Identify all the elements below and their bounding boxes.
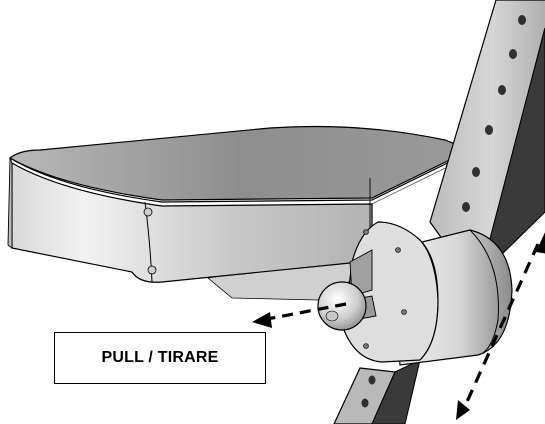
pull-knob [317,281,377,331]
hinge-housing [343,221,513,366]
tray [7,125,472,283]
pull-label: PULL / TIRARE [101,349,219,366]
bar-holes [361,15,526,408]
pull-label-box: PULL / TIRARE [54,332,266,384]
upright-bar [333,0,545,424]
pull-arrow [252,302,347,328]
rotate-arrow [456,232,545,420]
